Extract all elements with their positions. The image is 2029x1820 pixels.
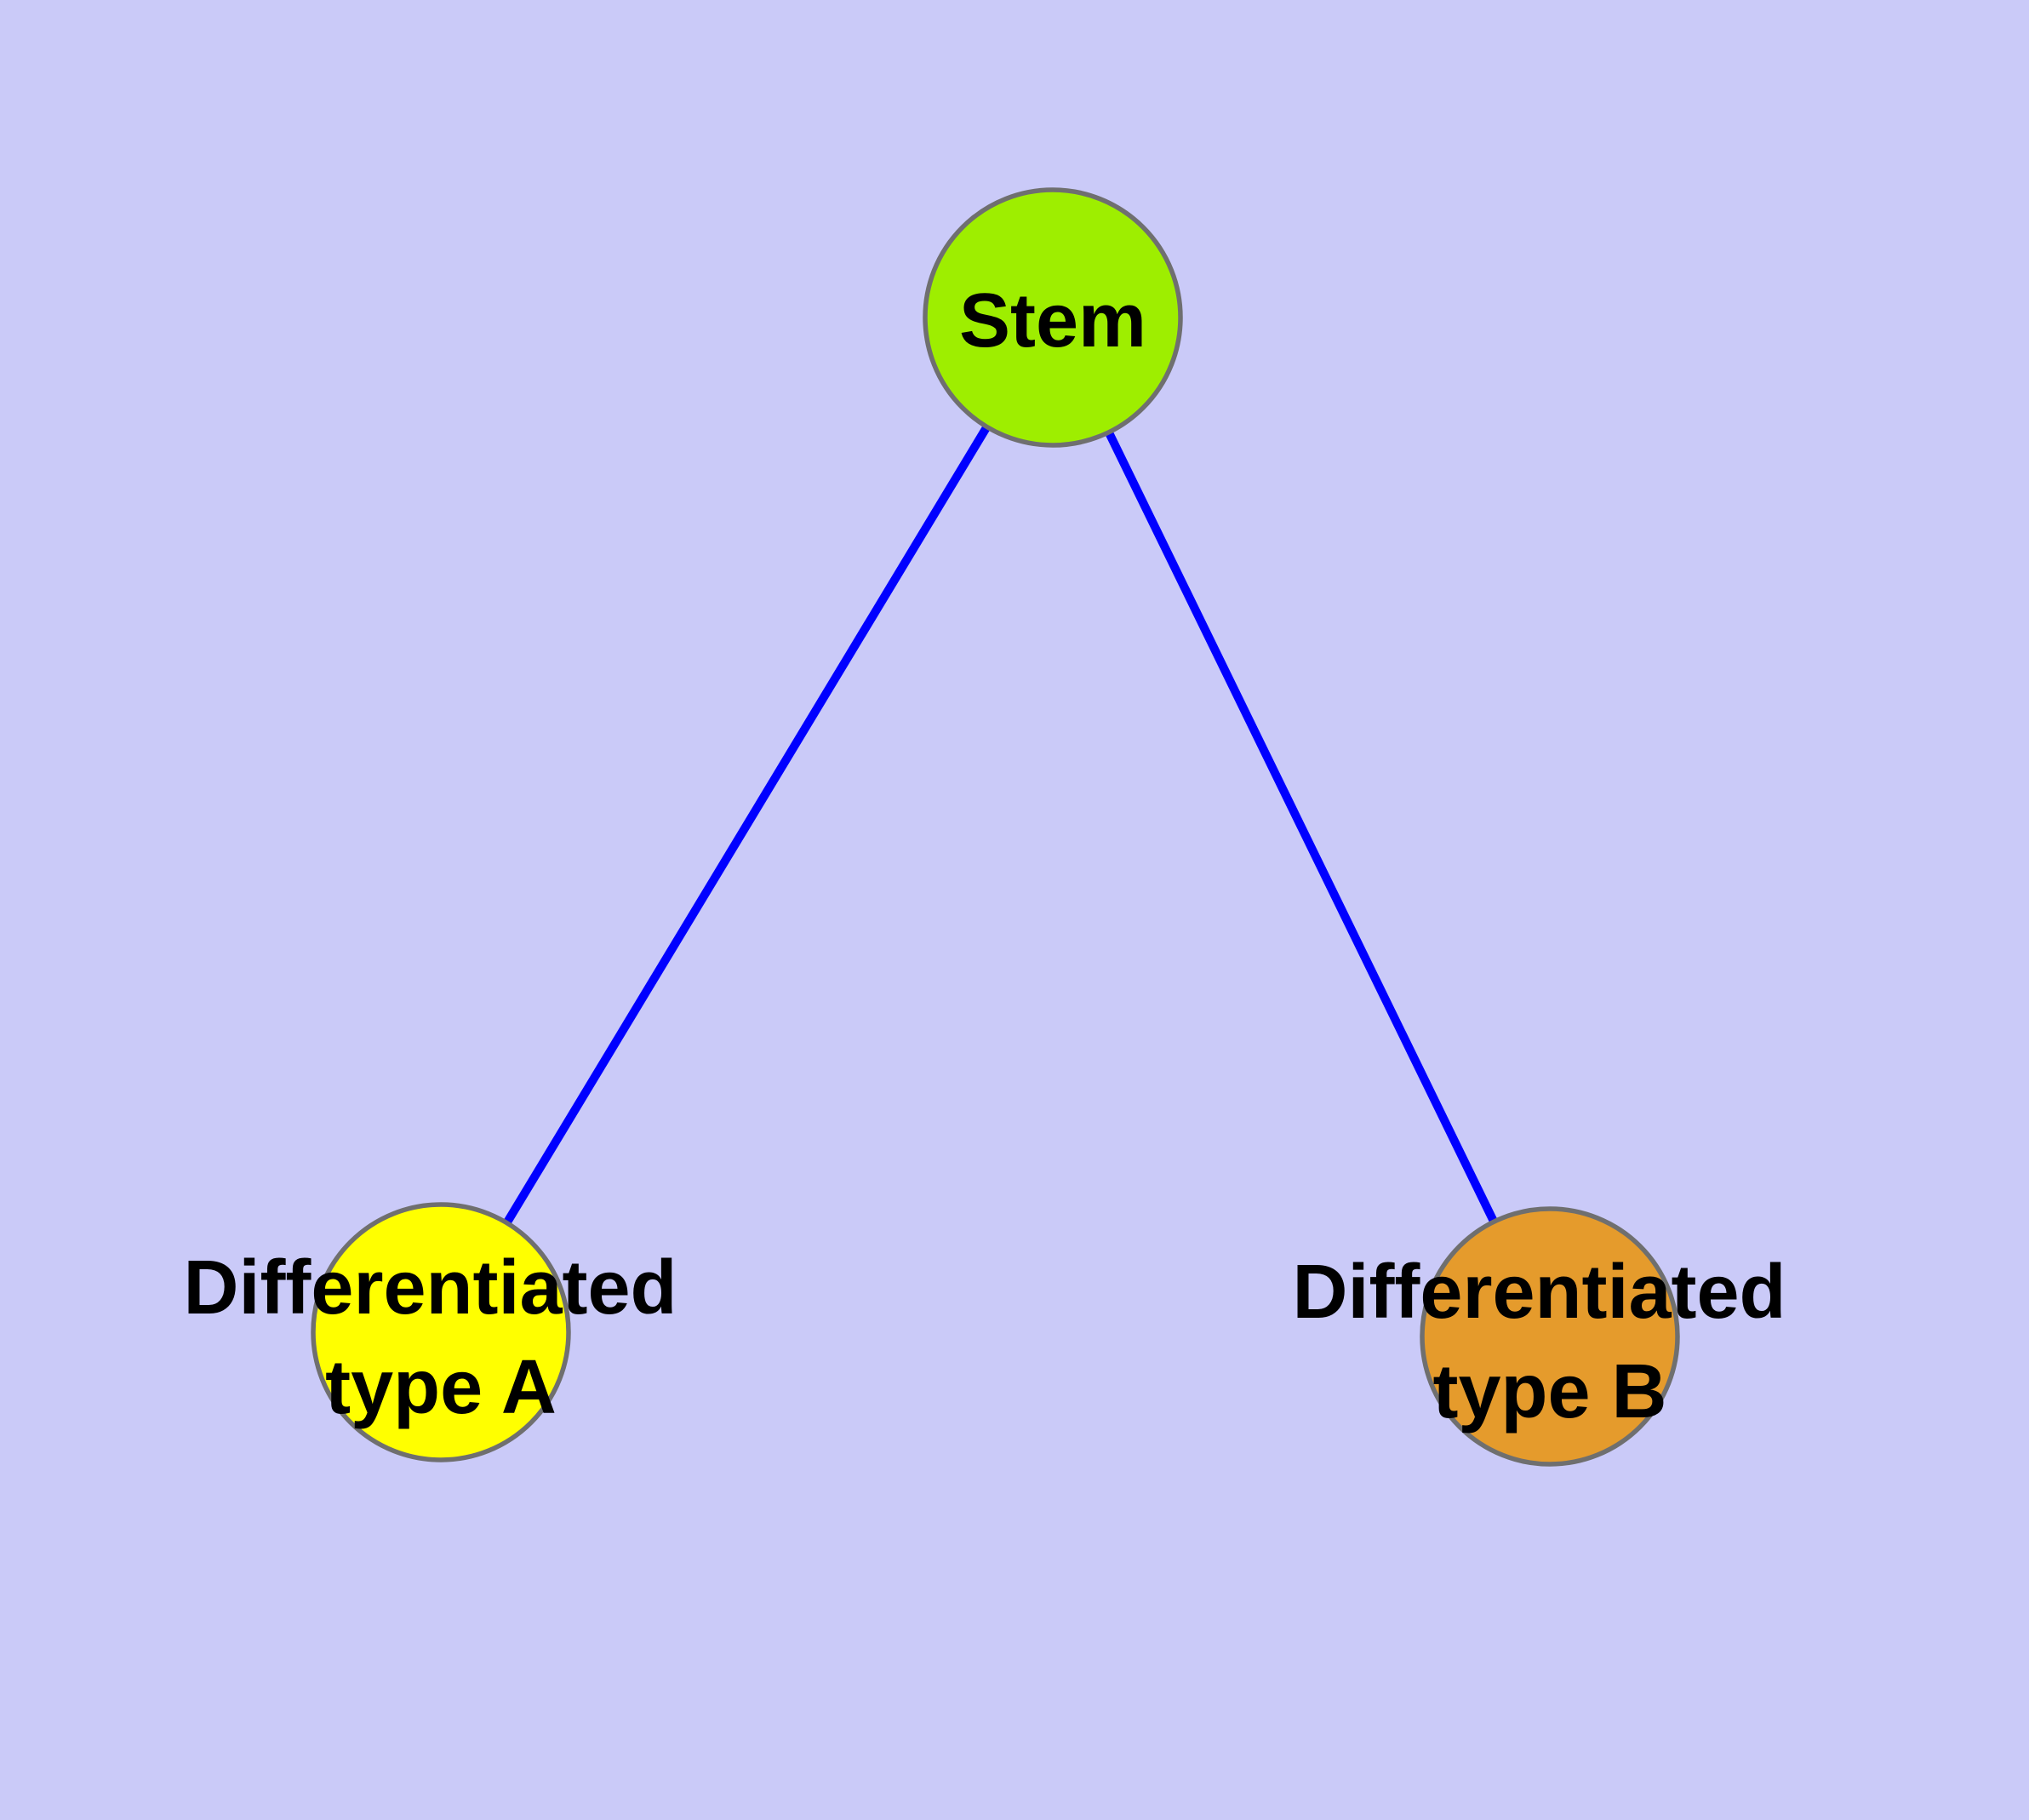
edge-stem-to-type-a: [437, 315, 1057, 1335]
node-differentiated-type-a: [311, 1202, 571, 1462]
node-differentiated-type-b-label-line2: type B: [1432, 1349, 1666, 1434]
node-differentiated-type-a-label: Differentiated type A: [183, 1245, 698, 1430]
node-differentiated-type-a-label-line2: type A: [325, 1345, 557, 1430]
node-stem-label: Stem: [959, 278, 1146, 363]
edge-stem-to-type-b: [1049, 315, 1554, 1339]
node-differentiated-type-b: [1420, 1206, 1680, 1467]
node-stem: [923, 187, 1183, 448]
node-differentiated-type-b-label: Differentiated type B: [1292, 1250, 1807, 1434]
node-differentiated-type-a-label-line1: Differentiated: [183, 1245, 677, 1331]
node-differentiated-type-b-label-line1: Differentiated: [1292, 1250, 1786, 1335]
